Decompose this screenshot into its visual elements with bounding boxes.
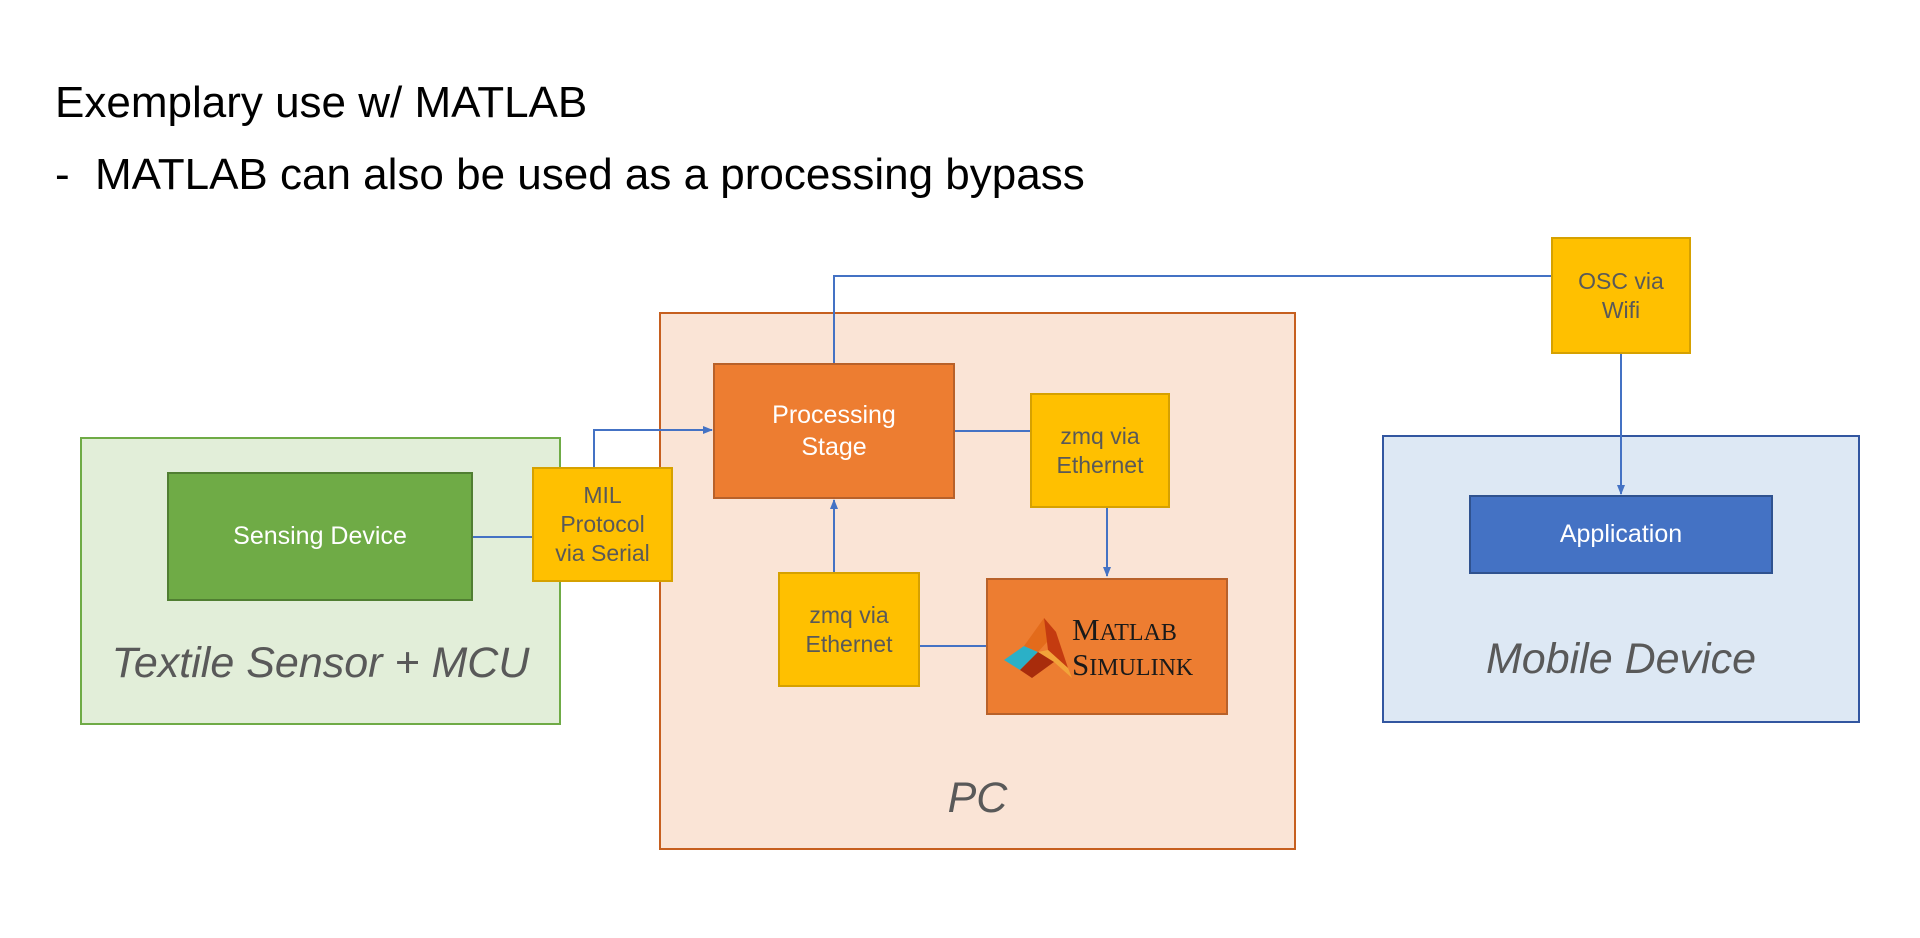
zmq-top-line-1: zmq via <box>1060 422 1140 449</box>
zmq-bottom-line-1: zmq via <box>809 601 889 628</box>
matlab-simulink-wordmark: MATLAB SIMULINK <box>1072 612 1194 682</box>
osc-wifi-box: OSC via Wifi <box>1551 237 1691 354</box>
mil-protocol-box: MIL Protocol via Serial <box>532 467 673 582</box>
processing-line-2: Stage <box>801 433 867 461</box>
application-box: Application <box>1469 495 1773 574</box>
bullet-dash: - <box>55 150 70 199</box>
zmq-bottom-line-2: Ethernet <box>805 630 893 657</box>
mobile-group-label: Mobile Device <box>1485 635 1757 683</box>
processing-line-1: Processing <box>772 401 896 429</box>
mil-line-3: via Serial <box>555 540 650 566</box>
matlab-membrane-icon <box>1004 618 1072 678</box>
connector-mil-to-processing <box>593 426 713 467</box>
connector-processing-to-osc <box>833 275 1551 363</box>
pc-group-label: PC <box>947 774 1008 822</box>
matlab-simulink-box: MATLAB SIMULINK <box>986 578 1228 715</box>
slide-title: Exemplary use w/ MATLAB <box>55 78 588 127</box>
mil-line-1: MIL <box>583 482 622 508</box>
zmq-top-line-2: Ethernet <box>1056 451 1144 478</box>
sensing-device-box: Sensing Device <box>167 472 473 601</box>
processing-stage-box: Processing Stage <box>713 363 955 499</box>
osc-line-2: Wifi <box>1601 296 1641 323</box>
bullet-text: MATLAB can also be used as a processing … <box>95 150 1085 199</box>
osc-line-1: OSC via <box>1578 267 1664 294</box>
zmq-ethernet-bottom-box: zmq via Ethernet <box>778 572 920 687</box>
textile-group-label: Textile Sensor + MCU <box>111 639 530 687</box>
bullet-point: -MATLAB can also be used as a processing… <box>55 150 1085 200</box>
zmq-ethernet-top-box: zmq via Ethernet <box>1030 393 1170 508</box>
application-label: Application <box>1559 520 1683 548</box>
mil-line-2: Protocol <box>560 511 645 537</box>
sensing-device-label: Sensing Device <box>233 522 407 550</box>
